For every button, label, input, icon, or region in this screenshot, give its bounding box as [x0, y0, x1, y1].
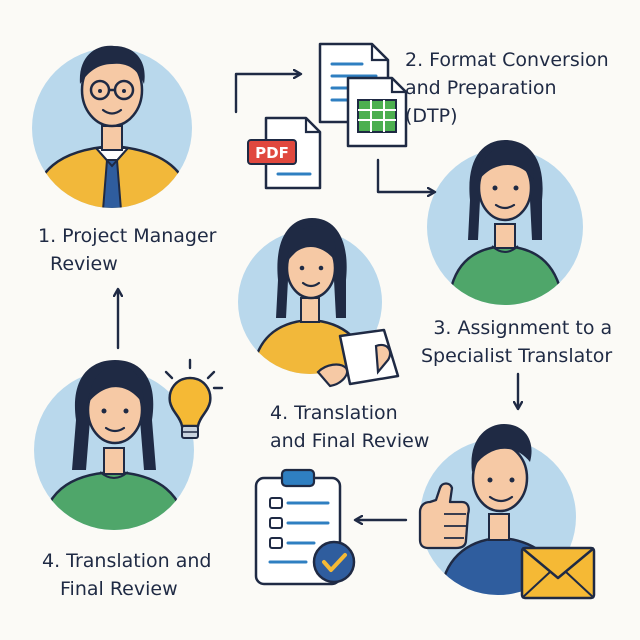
- envelope-icon: [520, 546, 596, 600]
- lightbulb-icon: [164, 358, 224, 439]
- arrow-format-to-translator: [376, 158, 434, 192]
- step-4-bottom-label: 4. Translation and Final Review: [42, 547, 211, 603]
- spreadsheet-file-icon: [346, 76, 408, 148]
- pdf-label: PDF: [255, 144, 289, 162]
- tablet-document-icon: [316, 328, 400, 388]
- step-3-label-line-2: Specialist Translator: [421, 345, 613, 367]
- step-2-label: 2. Format Conversion and Preparation (DT…: [405, 46, 609, 130]
- step-3-label: 3. Assignment to a Specialist Translator: [421, 314, 612, 370]
- step-4-bottom-label-line-2: Final Review: [60, 578, 178, 600]
- translation-reviewer-person: [34, 360, 194, 530]
- arrow-manager-to-format: [234, 74, 300, 114]
- step-2-label-line-2: and Preparation: [405, 77, 557, 99]
- step-4-bottom-label-line-1: 4. Translation and: [42, 550, 212, 572]
- step-1-label: 1. Project Manager Review: [38, 222, 217, 278]
- step-1-label-line-2: Review: [50, 253, 118, 275]
- step-1-label-line-1: 1. Project Manager: [38, 225, 217, 247]
- checkmark-badge-icon: [312, 540, 356, 584]
- step-3-label-line-1: 3. Assignment to a: [433, 317, 613, 339]
- step-2-label-line-3: (DTP): [405, 105, 458, 127]
- step-4-center-label: 4. Translation and Final Review: [270, 399, 429, 455]
- step-4-center-label-line-2: and Final Review: [270, 430, 430, 452]
- translator-with-document-person: [238, 218, 400, 388]
- pdf-file-icon: PDF: [247, 116, 322, 190]
- specialist-translator-person: [427, 140, 583, 305]
- project-manager-person: [32, 45, 192, 208]
- step-2-label-line-1: 2. Format Conversion: [405, 49, 609, 71]
- thumbs-up-icon: [418, 482, 470, 550]
- step-4-center-label-line-1: 4. Translation: [270, 402, 398, 424]
